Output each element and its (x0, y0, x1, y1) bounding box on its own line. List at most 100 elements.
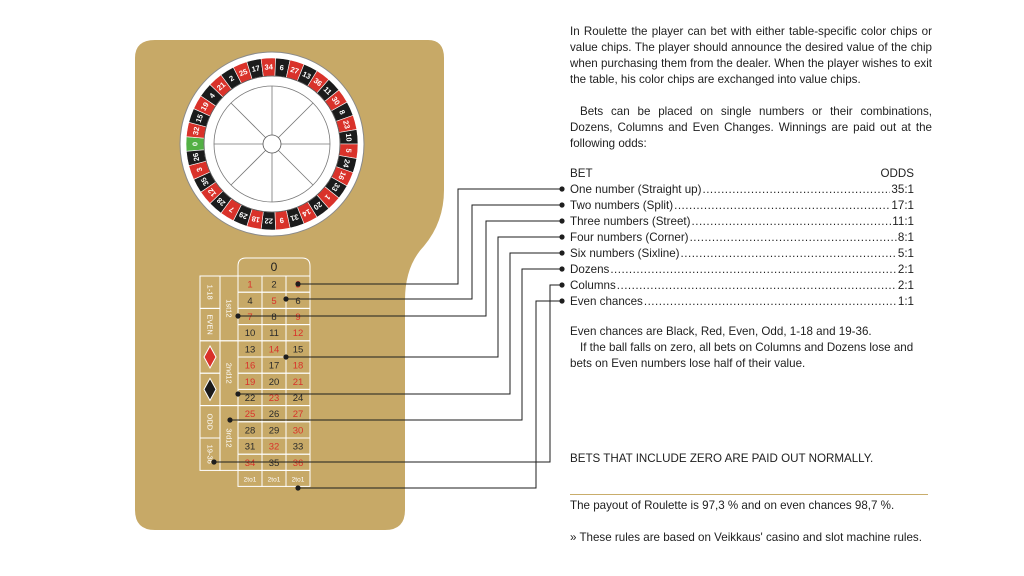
wheel-number: 23 (341, 119, 352, 129)
leader-dot (559, 266, 565, 272)
outside-bet-label: 1-18 (206, 285, 215, 300)
betting-layout: 0123456789101112131415161718192021222324… (199, 257, 311, 487)
odds-row: One number (Straight up) 35:1 (570, 182, 914, 198)
bet-name: Three numbers (Street) (570, 215, 691, 228)
leader-line (238, 252, 562, 395)
outside-bet-cell (199, 437, 221, 471)
number-label: 12 (293, 328, 304, 339)
odds-row: Three numbers (Street) 11:1 (570, 214, 914, 230)
zero-bets-note: BETS THAT INCLUDE ZERO ARE PAID OUT NORM… (570, 452, 874, 465)
intro-paragraph: In Roulette the player can bet with eith… (570, 25, 932, 86)
leader-line (286, 236, 562, 358)
dot-leader (681, 246, 897, 262)
wheel-number: 34 (264, 62, 274, 71)
dot-leader (617, 278, 897, 294)
leader-dot (559, 282, 565, 288)
number-label: 24 (293, 393, 304, 404)
number-label: 25 (245, 409, 256, 420)
wheel-spoke (230, 143, 273, 186)
number-label: 17 (269, 361, 280, 372)
leader-dot (235, 391, 241, 397)
odds-value: 17:1 (891, 199, 914, 212)
odds-value: 2:1 (897, 263, 914, 276)
number-label: 18 (293, 361, 304, 372)
number-label: 26 (269, 409, 280, 420)
bet-column-header: BET (570, 167, 593, 180)
wheel-number: 25 (238, 67, 249, 78)
odds-value: 11:1 (892, 215, 914, 228)
number-label: 28 (245, 425, 256, 436)
dozen-label: 2nd12 (225, 363, 234, 384)
leader-dot (559, 186, 565, 192)
leader-line (238, 220, 562, 317)
number-label: 27 (293, 409, 304, 420)
odds-row: Four numbers (Corner)8:1 (570, 230, 914, 246)
leader-dot (559, 218, 565, 224)
column-bet-label: 2to1 (244, 476, 257, 483)
wheel-number: 4 (207, 91, 217, 101)
odds-value: 8:1 (897, 231, 914, 244)
number-label: 20 (269, 377, 280, 388)
wheel-number: 8 (337, 109, 347, 117)
leader-line (286, 204, 562, 300)
odds-value: 5:1 (897, 247, 914, 260)
wheel-number: 10 (344, 133, 354, 142)
wheel-number: 1 (323, 193, 332, 202)
bet-name: Columns (570, 279, 616, 292)
wheel-number: 31 (289, 212, 300, 223)
wheel-number: 11 (322, 85, 334, 97)
zero-cell (237, 257, 311, 276)
wheel-spoke (230, 102, 273, 145)
wheel-number: 27 (289, 65, 300, 76)
number-label: 30 (293, 425, 304, 436)
wheel-number: 18 (251, 214, 261, 225)
red-diamond (203, 344, 217, 370)
wheel-number: 35 (199, 176, 211, 188)
wheel-number: 30 (330, 95, 342, 107)
dozen-label: 3rd12 (225, 428, 234, 447)
bets-paragraph: Bets can be placed on single numbers or … (570, 105, 932, 150)
odds-value: 35:1 (891, 183, 914, 196)
odds-row: Even chances1:1 (570, 294, 914, 310)
wheel-number: 32 (191, 126, 201, 136)
odds-row: Columns2:1 (570, 278, 914, 294)
rules-note: » These rules are based on Veikkaus' cas… (570, 531, 922, 544)
leader-dot (295, 485, 301, 491)
leader-dot (283, 354, 289, 360)
wheel-number: 17 (251, 63, 261, 74)
bet-name: Two numbers (Split) (570, 199, 674, 212)
even-chances-text: Even chances are Black, Red, Even, Odd, … (570, 325, 872, 338)
column-bet-label: 2to1 (268, 476, 281, 483)
number-label: 33 (293, 442, 304, 453)
leader-dot (227, 417, 233, 423)
number-label: 1 (247, 280, 252, 291)
zero-label: 0 (271, 260, 278, 274)
number-label: 14 (269, 344, 280, 355)
divider (570, 494, 928, 495)
wheel-spoke (271, 143, 314, 186)
leader-dot (559, 250, 565, 256)
bet-name: One number (Straight up) (570, 183, 702, 196)
number-label: 6 (295, 296, 300, 307)
number-label: 7 (247, 312, 252, 323)
leader-line (298, 188, 562, 285)
wheel-number: 9 (279, 216, 284, 225)
leader-line (214, 284, 562, 463)
dozen-label: 1st12 (225, 299, 234, 317)
leader-line (298, 300, 562, 489)
outside-bet-label: ODD (206, 413, 215, 430)
number-label: 2 (271, 280, 276, 291)
odds-row: Two numbers (Split) 17:1 (570, 198, 914, 214)
leader-dot (559, 234, 565, 240)
wheel-number: 16 (336, 170, 348, 181)
outside-bet-label: 19-36 (206, 445, 215, 464)
dot-leader (702, 182, 890, 198)
number-label: 15 (293, 344, 304, 355)
odds-table-header: BET ODDS (570, 166, 914, 182)
black-diamond (203, 377, 217, 402)
number-label: 22 (245, 393, 256, 404)
number-label: 5 (271, 296, 276, 307)
number-label: 11 (269, 328, 279, 339)
wheel-number: 6 (279, 63, 284, 72)
